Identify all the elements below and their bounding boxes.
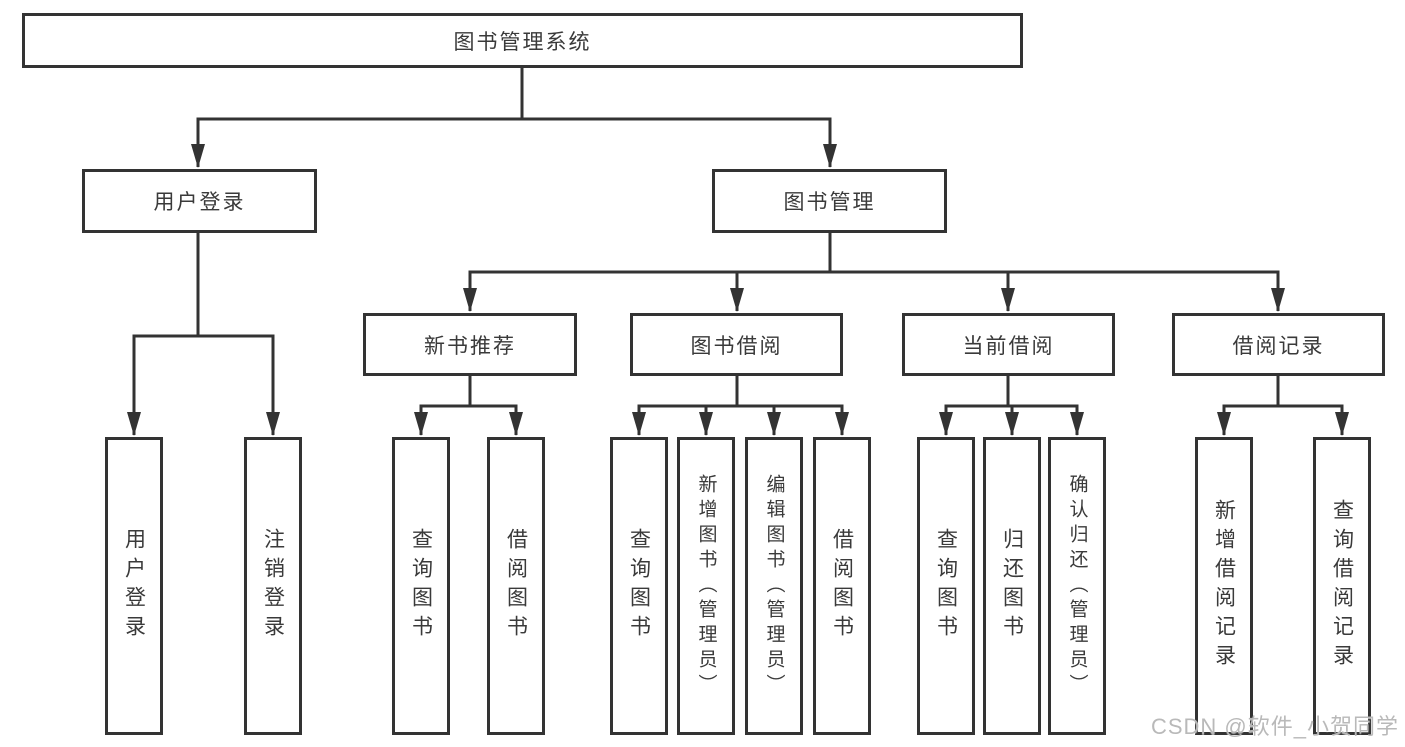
node-label: 图书管理系统 xyxy=(453,30,592,54)
node-new-book-recommendation: 新书推荐 xyxy=(363,313,577,376)
leaf-borrow-books: 借阅图书 xyxy=(813,437,871,735)
node-label: 用户登录 xyxy=(153,191,246,214)
leaf-label: 确认归还（管理员） xyxy=(1066,473,1088,699)
leaf-edit-books-admin: 编辑图书（管理员） xyxy=(745,437,803,735)
leaf-borrow-books-newbook: 借阅图书 xyxy=(487,437,545,735)
node-book-borrowing: 图书借阅 xyxy=(630,313,843,376)
csdn-watermark: CSDN @软件_小贺同学 xyxy=(1150,714,1399,739)
leaf-add-borrow-record: 新增借阅记录 xyxy=(1195,437,1253,735)
leaf-query-books-borrow: 查询图书 xyxy=(610,437,668,735)
leaf-query-books-current: 查询图书 xyxy=(917,437,975,735)
leaf-label: 注销登录 xyxy=(261,528,285,644)
leaf-add-books-admin: 新增图书（管理员） xyxy=(677,437,735,735)
node-label: 借阅记录 xyxy=(1232,334,1325,358)
leaf-label: 查询借阅记录 xyxy=(1330,499,1354,673)
leaf-label: 归还图书 xyxy=(1000,528,1024,644)
node-borrowing-records: 借阅记录 xyxy=(1172,313,1385,376)
leaf-user-login: 用户登录 xyxy=(105,437,163,735)
node-label: 当前借阅 xyxy=(962,334,1055,358)
node-label: 新书推荐 xyxy=(424,334,516,358)
leaf-label: 查询图书 xyxy=(409,528,433,644)
leaf-label: 借阅图书 xyxy=(504,528,528,644)
leaf-label: 用户登录 xyxy=(122,528,146,644)
node-label: 图书管理 xyxy=(783,191,876,214)
leaf-label: 查询图书 xyxy=(934,528,958,644)
node-book-management: 图书管理 xyxy=(712,169,947,233)
leaf-label: 新增图书（管理员） xyxy=(695,473,717,699)
node-label: 图书借阅 xyxy=(690,334,783,358)
node-user-login: 用户登录 xyxy=(82,169,317,233)
leaf-query-books-newbook: 查询图书 xyxy=(392,437,450,735)
leaf-return-books: 归还图书 xyxy=(983,437,1041,735)
leaf-label: 借阅图书 xyxy=(830,528,854,644)
leaf-logout: 注销登录 xyxy=(244,437,302,735)
leaf-query-borrow-record: 查询借阅记录 xyxy=(1313,437,1371,735)
leaf-label: 新增借阅记录 xyxy=(1212,499,1236,673)
node-current-borrowing: 当前借阅 xyxy=(902,313,1115,376)
leaf-confirm-return-admin: 确认归还（管理员） xyxy=(1048,437,1106,735)
leaf-label: 编辑图书（管理员） xyxy=(763,473,785,699)
node-library-management-system: 图书管理系统 xyxy=(22,13,1023,68)
leaf-label: 查询图书 xyxy=(627,528,651,644)
